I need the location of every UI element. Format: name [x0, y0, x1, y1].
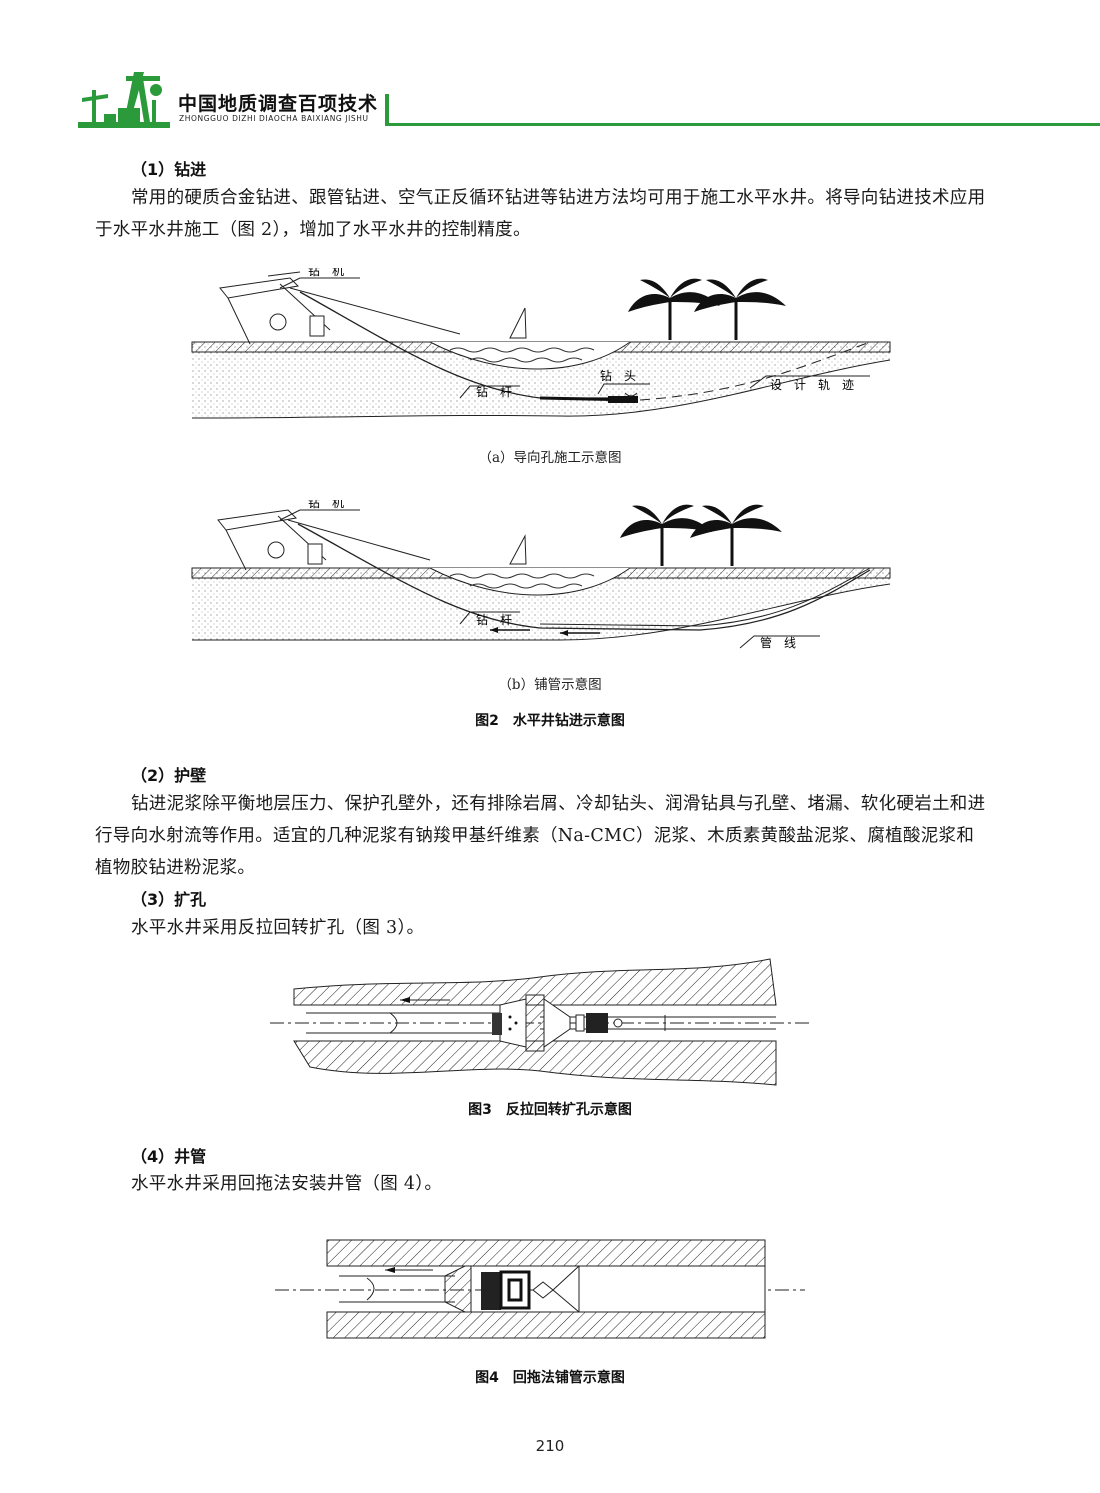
section-heading-drilling: （1）钻进	[131, 160, 207, 179]
label-rig: 钻 机	[308, 268, 344, 278]
paragraph-reaming: 水平水井采用反拉回转扩孔（图 3）。	[131, 918, 425, 938]
label-rod-b: 钻 杆	[476, 612, 512, 627]
caption-fig2b: （b）铺管示意图	[498, 677, 602, 693]
header-rule-vertical	[385, 94, 389, 126]
section-heading-wall-protection: （2）护壁	[131, 766, 207, 785]
palm-tree-icon	[628, 278, 720, 340]
palm-tree-icon	[690, 504, 782, 566]
figure-3-back-reaming-diagram	[270, 958, 810, 1086]
label-design-track: 设 计 轨 迹	[770, 378, 854, 392]
caption-fig2a: （a）导向孔施工示意图	[478, 450, 622, 466]
figure-4-pullback-pipe-diagram	[275, 1239, 805, 1339]
palm-tree-icon	[694, 278, 786, 340]
paragraph-wall-protection: 钻进泥浆除平衡地层压力、保护孔壁外，还有排除岩屑、冷却钻头、润滑钻具与孔壁、堵漏…	[95, 794, 986, 878]
paragraph-well-pipe: 水平水井采用回拖法安装井管（图 4）。	[131, 1174, 443, 1194]
label-pipe: 管 线	[760, 635, 796, 650]
section-heading-reaming: （3）扩孔	[131, 890, 207, 909]
figure-2b-pipe-laying-diagram: 钻 机 钻 杆 管 线	[191, 500, 891, 650]
section-heading-well-pipe: （4）井管	[131, 1147, 207, 1166]
page-number: 210	[535, 1437, 565, 1455]
figure-2a-pilot-hole-diagram: 钻 机 钻 杆 钻 头 设 计 轨 迹	[191, 268, 891, 419]
page-header: 中国地质调查百项技术 ZHONGGUO DIZHI DIAOCHA BAIXIA…	[78, 70, 1100, 130]
figure-3-title: 图3 反拉回转扩孔示意图	[468, 1102, 632, 1118]
brand-title: 中国地质调查百项技术	[178, 93, 379, 115]
brand-subtitle: ZHONGGUO DIZHI DIAOCHA BAIXIANG JISHU	[179, 114, 369, 123]
figure-2-title: 图2 水平井钻进示意图	[475, 713, 625, 729]
label-bit: 钻 头	[600, 368, 636, 383]
figure-4-title: 图4 回拖法铺管示意图	[475, 1370, 625, 1386]
label-rig-b: 钻 机	[308, 500, 344, 510]
oil-pumpjack-logo-icon	[78, 72, 170, 128]
label-rod: 钻 杆	[476, 384, 512, 399]
paragraph-drilling: 常用的硬质合金钻进、跟管钻进、空气正反循环钻进等钻进方法均可用于施工水平水井。将…	[95, 188, 986, 240]
header-rule-horizontal	[385, 123, 1100, 126]
